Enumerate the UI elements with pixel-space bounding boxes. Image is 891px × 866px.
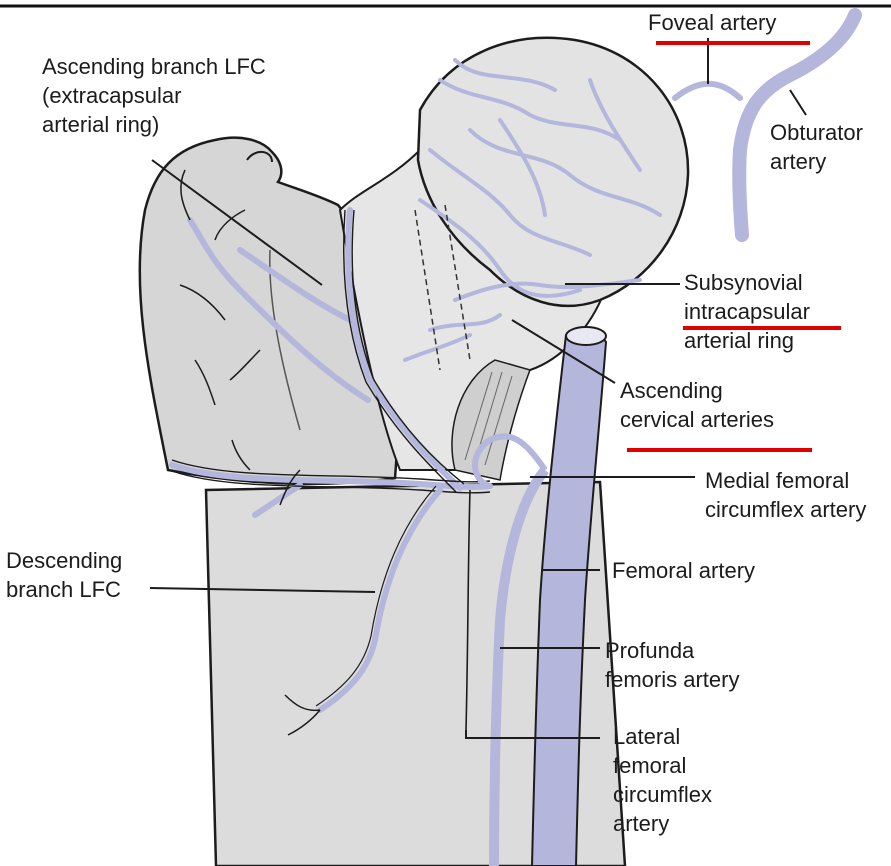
label-line: artery bbox=[770, 147, 863, 176]
label-medial-femoral-circumflex: Medial femoral circumflex artery bbox=[705, 466, 866, 524]
label-line: Ascending branch LFC bbox=[42, 52, 266, 81]
label-profunda-femoris: Profunda femoris artery bbox=[605, 636, 739, 694]
foveal-artery-vessel bbox=[675, 84, 740, 98]
label-descending-branch-lfc: Descending branch LFC bbox=[6, 546, 122, 604]
label-line: Foveal artery bbox=[648, 8, 776, 37]
label-line: intracapsular bbox=[684, 297, 810, 326]
label-line: Subsynovial bbox=[684, 268, 810, 297]
label-line: Femoral artery bbox=[612, 556, 755, 585]
label-ascending-cervical: Ascending cervical arteries bbox=[620, 376, 774, 434]
label-foveal-artery: Foveal artery bbox=[648, 8, 776, 37]
label-lateral-femoral-circumflex: Lateral femoral circumflex artery bbox=[613, 722, 712, 838]
label-femoral-artery: Femoral artery bbox=[612, 556, 755, 585]
label-line: femoris artery bbox=[605, 665, 739, 694]
label-line: (extracapsular bbox=[42, 81, 266, 110]
label-line: arterial ring bbox=[684, 326, 810, 355]
femoral-artery-lumen bbox=[566, 327, 606, 345]
label-line: Ascending bbox=[620, 376, 774, 405]
label-line: Profunda bbox=[605, 636, 739, 665]
label-line: circumflex bbox=[613, 780, 712, 809]
label-line: Medial femoral bbox=[705, 466, 866, 495]
label-line: artery bbox=[613, 809, 712, 838]
label-line: Obturator bbox=[770, 118, 863, 147]
label-subsynovial-ring: Subsynovial intracapsular arterial ring bbox=[684, 268, 810, 355]
label-line: Descending bbox=[6, 546, 122, 575]
label-line: arterial ring) bbox=[42, 110, 266, 139]
label-line: circumflex artery bbox=[705, 495, 866, 524]
label-line: branch LFC bbox=[6, 575, 122, 604]
label-line: femoral bbox=[613, 751, 712, 780]
label-line: Lateral bbox=[613, 722, 712, 751]
label-line: cervical arteries bbox=[620, 405, 774, 434]
label-obturator-artery: Obturator artery bbox=[770, 118, 863, 176]
label-ascending-branch-lfc: Ascending branch LFC (extracapsular arte… bbox=[42, 52, 266, 139]
